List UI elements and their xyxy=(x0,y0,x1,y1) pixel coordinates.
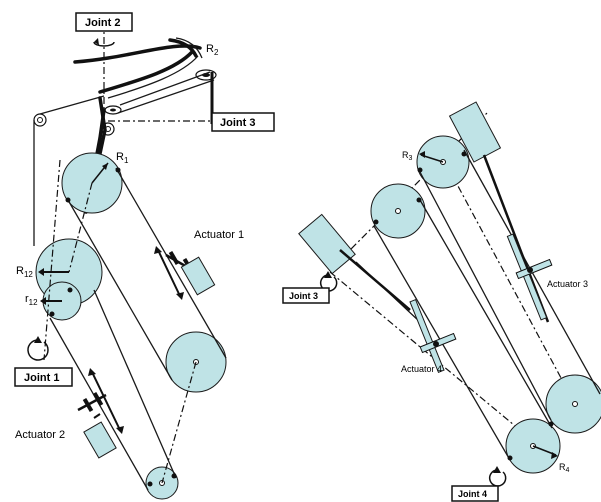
joint1-arrowhead-icon xyxy=(34,336,42,343)
belt-r12-right xyxy=(93,289,177,479)
joint2-box xyxy=(75,12,133,32)
left-mechanism xyxy=(27,22,227,500)
idler-pulley-left-hub xyxy=(37,117,43,123)
actuator3-motor xyxy=(448,101,502,163)
belt-anchor-5 xyxy=(171,473,177,479)
upper-arc-link xyxy=(73,44,202,64)
belt-right-3 xyxy=(419,199,553,429)
right-anchor-1 xyxy=(461,151,467,157)
joint3-right-label: Joint 3 xyxy=(289,291,318,301)
belt-anchor-3 xyxy=(67,287,73,293)
joint3-right-box xyxy=(282,287,330,304)
joint2-rotation-arrow-icon xyxy=(93,41,115,47)
actuator2 xyxy=(77,368,124,459)
joint3-left-label: Joint 3 xyxy=(220,117,255,129)
actuator4-motor xyxy=(298,213,356,275)
right-mechanism xyxy=(298,101,601,487)
belt-r1-right xyxy=(115,167,227,359)
joint-axis-lower-dash xyxy=(161,361,197,484)
belt-anchor-4 xyxy=(49,311,55,317)
right-anchor-4 xyxy=(373,219,379,225)
right-labels: Joint 3 Joint 4 Actuator 3 Actuator 4 R3… xyxy=(282,150,588,502)
r3-arrowhead-icon xyxy=(419,151,425,158)
joint1-axis xyxy=(43,159,61,361)
actuator4-label: Actuator 4 xyxy=(401,364,442,374)
joint-axis-upper xyxy=(68,182,93,273)
r4-arrowhead-icon xyxy=(551,452,558,459)
joint4-arrowhead-icon xyxy=(493,466,501,473)
right-anchor-5 xyxy=(548,421,554,427)
r2-arc-1 xyxy=(98,50,194,94)
right-anchor-6 xyxy=(507,455,513,461)
joint1-rotation-icon xyxy=(27,339,49,361)
cable-top-right-2 xyxy=(117,79,215,114)
belt-anchor-6 xyxy=(147,481,153,487)
actuator1-label: Actuator 1 xyxy=(194,229,244,241)
belt-anchor-2 xyxy=(65,197,71,203)
r12-label: R12 xyxy=(16,265,33,279)
cable-top-right xyxy=(119,71,211,106)
joint1-label: Joint 1 xyxy=(24,372,59,384)
actuator3-label: Actuator 3 xyxy=(547,279,588,289)
r2-arc-2 xyxy=(107,55,199,99)
actuator2-label: Actuator 2 xyxy=(15,429,65,441)
r12-arrowhead-icon xyxy=(38,268,44,276)
right-anchor-2 xyxy=(417,167,423,173)
r2-label: R2 xyxy=(206,43,219,57)
r1-arrowhead-icon xyxy=(102,163,108,170)
r2-pulley-rim xyxy=(168,38,198,58)
joint2-arrowhead-icon xyxy=(94,38,99,45)
r3-label: R3 xyxy=(402,150,413,162)
cable-top-left xyxy=(39,95,105,115)
actuator1 xyxy=(154,246,216,300)
belt-anchor-1 xyxy=(115,167,121,173)
left-labels: Joint 2 Joint 3 Joint 1 Actuator 1 Actua… xyxy=(14,12,275,441)
right-anchor-3 xyxy=(416,197,422,203)
joint1-box xyxy=(14,367,73,387)
right-axis-right xyxy=(443,159,576,405)
joint3-right-arrowhead-icon xyxy=(324,271,332,278)
idler-pulley-1-hub xyxy=(110,108,116,112)
r4-label: R4 xyxy=(559,462,570,474)
joint3-left-box xyxy=(211,112,275,132)
pulley-right-lower-hub xyxy=(572,401,578,407)
r1-label: R1 xyxy=(116,151,129,165)
belt-right-2 xyxy=(419,171,552,421)
joint2-label: Joint 2 xyxy=(85,17,120,29)
joint4-label: Joint 4 xyxy=(458,489,487,499)
pulley-right-upper-hub xyxy=(395,208,401,214)
right-axis-diagonal xyxy=(329,271,533,441)
belt-r1-left xyxy=(67,199,173,381)
actuator3 xyxy=(482,154,553,323)
small-r12-arrowhead-icon xyxy=(40,297,46,305)
actuator4 xyxy=(339,249,457,374)
small-r12-label: r12 xyxy=(25,293,38,307)
joint4-box xyxy=(451,485,499,502)
r2-pulley-rim-2 xyxy=(175,37,203,59)
